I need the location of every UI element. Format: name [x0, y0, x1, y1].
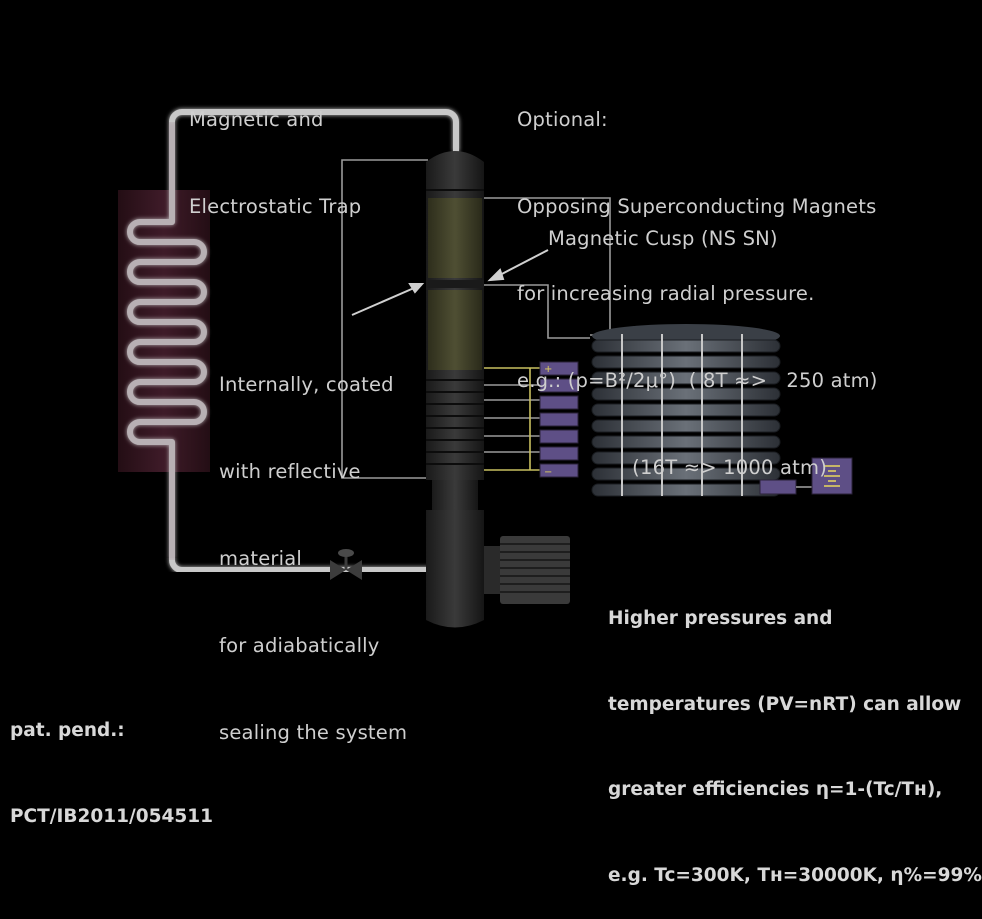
- trap-label-line: Electrostatic Trap: [189, 195, 362, 218]
- patent-note: pat. pend.: PCT/IB2011/054511: [10, 660, 213, 860]
- patent-note-line: pat. pend.:: [10, 720, 125, 741]
- patent-note-line: PCT/IB2011/054511: [10, 805, 213, 827]
- optional-label-line: for increasing radial pressure.: [517, 282, 815, 305]
- pressure-note-line: Higher pressures and: [608, 608, 833, 629]
- internal-coating-label: Internally, coated with reflective mater…: [219, 312, 407, 776]
- optional-magnets-label: Optional: Opposing Superconducting Magne…: [517, 47, 878, 511]
- battery-icon: [811, 457, 853, 495]
- pressure-note-line: temperatures (PV=nRT) can allow: [608, 693, 962, 715]
- optional-label-line: e.g.: (p=B²/2μ°) ( 8T ≈> 250 atm): [517, 369, 878, 392]
- heat-exchanger-coil: [127, 122, 207, 560]
- internal-label-line: for adiabatically: [219, 634, 380, 657]
- pointer-arrows: [351, 249, 549, 316]
- return-pipe: [169, 559, 430, 573]
- magnetic-cusp-label: Magnetic Cusp (NS SN): [548, 227, 778, 250]
- trap-label-line: Magnetic and: [189, 108, 324, 131]
- cell-stack: [539, 361, 579, 478]
- cell-minus-label: −: [544, 467, 552, 478]
- internal-label-line: Internally, coated: [219, 373, 394, 396]
- optional-label-line: Optional:: [517, 108, 608, 131]
- output-line: [759, 479, 812, 495]
- superconducting-magnet-stack: [591, 324, 781, 497]
- electrode-wires: [484, 367, 540, 471]
- optional-label-line: Opposing Superconducting Magnets: [517, 195, 877, 218]
- valve-icon: [330, 549, 362, 580]
- optional-label-line: (16T ≈> 1000 atm): [517, 456, 828, 479]
- internal-label-line: with reflective: [219, 460, 361, 483]
- trap-label: Magnetic and Electrostatic Trap: [189, 47, 361, 250]
- system-diagram: + −: [118, 109, 853, 628]
- pressure-note-line: e.g. Tc=300K, Tн=30000K, η%=99%: [608, 864, 982, 886]
- loop-pipe: [169, 109, 459, 152]
- pressure-efficiency-note: Higher pressures and temperatures (PV=nR…: [608, 548, 982, 919]
- cell-plus-label: +: [544, 364, 552, 375]
- reactor-column: [426, 151, 484, 628]
- pressure-note-line: greater efficiencies η=1-(Tc/Tн),: [608, 779, 943, 800]
- internal-label-line: material: [219, 547, 302, 570]
- internal-label-line: sealing the system: [219, 721, 408, 744]
- pump-motor-icon: [484, 536, 570, 604]
